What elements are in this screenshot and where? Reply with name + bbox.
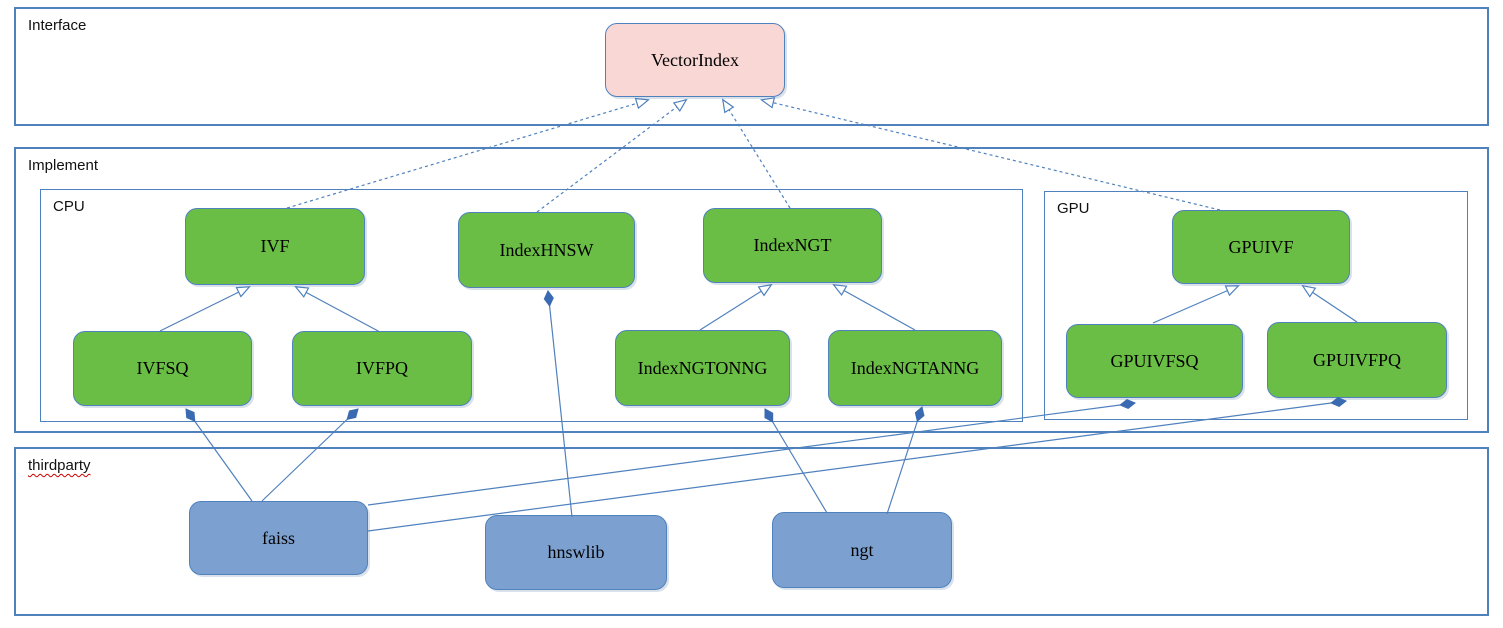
node-indexngt-label: IndexNGT [753,235,832,255]
node-indexngtonng-label: IndexNGTONNG [637,357,768,378]
container-implement-label: Implement [28,157,99,174]
node-hnswlib-label: hnswlib [547,542,605,562]
container-cpu-label: CPU [53,198,85,215]
node-ngt: ngt [772,512,952,588]
node-indexhnsw: IndexHNSW [458,212,635,288]
node-gpuivfsq: GPUIVFSQ [1066,324,1243,398]
node-vectorindex-label: VectorIndex [651,49,739,70]
node-gpuivf: GPUIVF [1172,210,1350,284]
node-gpuivfsq-label: GPUIVFSQ [1110,350,1199,371]
node-gpuivfpq: GPUIVFPQ [1267,322,1447,398]
node-indexhnsw-label: IndexHNSW [499,239,594,260]
node-ngt-label: ngt [850,539,874,560]
node-indexngtanng-label: IndexNGTANNG [850,357,980,378]
container-thirdparty-label: thirdparty [28,457,91,474]
node-indexngtonng: IndexNGTONNG [615,330,790,406]
node-ivfsq-label: IVFSQ [136,358,189,378]
node-ivf-label: IVF [260,236,290,256]
node-ivf: IVF [185,208,365,285]
node-gpuivfpq-label: GPUIVFPQ [1312,349,1402,370]
node-indexngt: IndexNGT [703,208,882,283]
node-gpuivf-label: GPUIVF [1228,236,1294,257]
node-ivfpq-label: IVFPQ [355,358,408,378]
container-gpu-label: GPU [1057,200,1090,217]
node-faiss: faiss [189,501,368,575]
node-faiss-label: faiss [262,527,295,548]
node-vectorindex: VectorIndex [605,23,785,97]
node-ivfsq: IVFSQ [73,331,252,406]
node-indexngtanng: IndexNGTANNG [828,330,1002,406]
container-interface-label: Interface [28,17,87,34]
node-ivfpq: IVFPQ [292,331,472,406]
node-hnswlib: hnswlib [485,515,667,590]
